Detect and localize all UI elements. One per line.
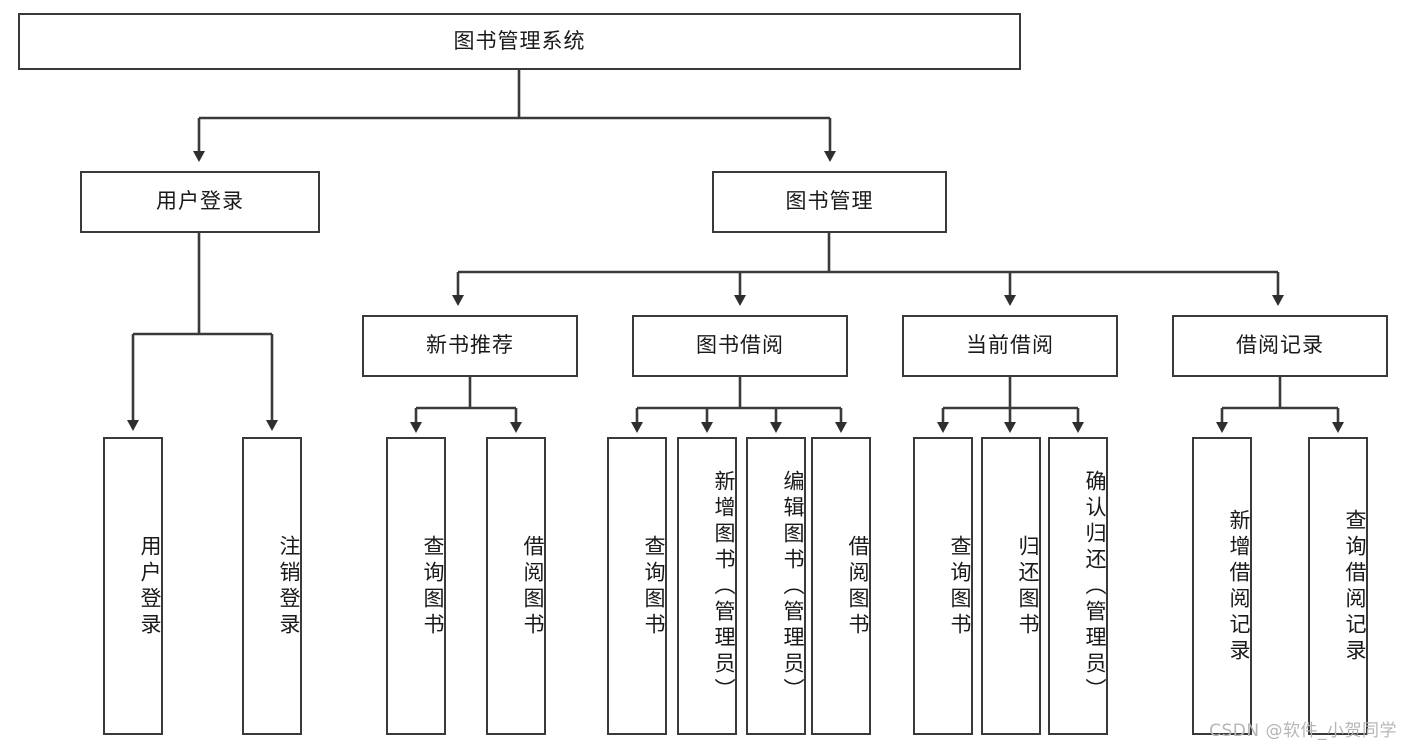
leaf-user-login-signin[interactable]: 用户登录 (103, 437, 163, 735)
leaf-label: 查询图书 (642, 535, 666, 639)
leaf-label: 查询图书 (948, 535, 972, 639)
leaf-current-borrow-confirm[interactable]: 确认归还（管理员） (1048, 437, 1108, 735)
node-book-borrow[interactable]: 图书借阅 (632, 315, 848, 377)
csdn-watermark: CSDN @软件_小贺同学 (1209, 721, 1397, 741)
leaf-label: 确认归还（管理员） (1083, 470, 1107, 704)
node-book-management[interactable]: 图书管理 (712, 171, 947, 233)
leaf-book-borrow-query[interactable]: 查询图书 (607, 437, 667, 735)
leaf-label: 编辑图书（管理员） (781, 470, 805, 704)
leaf-label: 用户登录 (138, 535, 162, 639)
leaf-current-borrow-return[interactable]: 归还图书 (981, 437, 1041, 735)
leaf-label: 查询借阅记录 (1343, 509, 1367, 665)
leaf-book-borrow-borrow[interactable]: 借阅图书 (811, 437, 871, 735)
node-user-login[interactable]: 用户登录 (80, 171, 320, 233)
leaf-borrow-record-add[interactable]: 新增借阅记录 (1192, 437, 1252, 735)
node-current-borrow[interactable]: 当前借阅 (902, 315, 1118, 377)
leaf-book-borrow-edit[interactable]: 编辑图书（管理员） (746, 437, 806, 735)
node-root[interactable]: 图书管理系统 (18, 13, 1021, 70)
node-new-book-recommend[interactable]: 新书推荐 (362, 315, 578, 377)
leaf-label: 注销登录 (277, 535, 301, 639)
node-new-book-recommend-label: 新书推荐 (426, 333, 514, 358)
leaf-user-login-signout[interactable]: 注销登录 (242, 437, 302, 735)
leaf-new-book-query[interactable]: 查询图书 (386, 437, 446, 735)
leaf-label: 查询图书 (421, 535, 445, 639)
leaf-new-book-borrow[interactable]: 借阅图书 (486, 437, 546, 735)
leaf-label: 借阅图书 (521, 535, 545, 639)
node-root-label: 图书管理系统 (453, 28, 586, 53)
node-borrow-record-label: 借阅记录 (1236, 333, 1324, 358)
leaf-label: 新增图书（管理员） (712, 470, 736, 704)
leaf-label: 借阅图书 (846, 535, 870, 639)
node-current-borrow-label: 当前借阅 (966, 333, 1054, 358)
node-book-management-label: 图书管理 (785, 189, 874, 214)
node-book-borrow-label: 图书借阅 (696, 333, 784, 358)
leaf-book-borrow-add[interactable]: 新增图书（管理员） (677, 437, 737, 735)
leaf-borrow-record-query[interactable]: 查询借阅记录 (1308, 437, 1368, 735)
node-user-login-label: 用户登录 (156, 189, 244, 214)
leaf-label: 新增借阅记录 (1227, 509, 1251, 665)
leaf-current-borrow-query[interactable]: 查询图书 (913, 437, 973, 735)
node-borrow-record[interactable]: 借阅记录 (1172, 315, 1388, 377)
leaf-label: 归还图书 (1016, 535, 1040, 639)
